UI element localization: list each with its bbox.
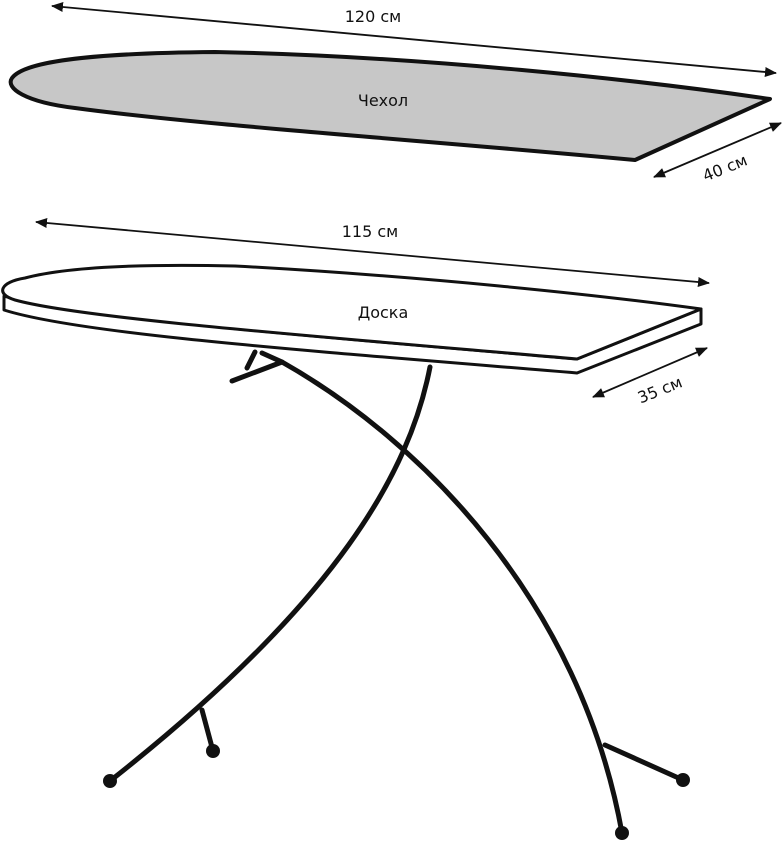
cover-length-arrow (51, 2, 777, 77)
cover-length-label: 120 см (345, 7, 402, 26)
leg-front (107, 364, 433, 784)
cover-width-label: 40 см (700, 150, 750, 185)
board-length-arrow (35, 218, 710, 287)
board: Доска 115 см 35 см (1, 218, 710, 407)
foot-left-inner (206, 744, 220, 758)
board-width-label: 35 см (635, 372, 685, 407)
board-width-arrow (592, 347, 708, 398)
board-legs (107, 349, 686, 836)
foot-left-front (103, 774, 117, 788)
foot-strut-left (199, 707, 216, 754)
feet (103, 744, 690, 840)
board-length-label: 115 см (342, 222, 399, 241)
board-length-dimension: 115 см (35, 218, 710, 287)
leg-rear (279, 359, 625, 836)
foot-right-front (615, 826, 629, 840)
foot-right-outer (676, 773, 690, 787)
cover-label: Чехол (358, 91, 408, 110)
board-label: Доска (358, 303, 409, 322)
cover-length-dimension: 120 см (51, 2, 777, 77)
cover-width-arrow (653, 122, 782, 178)
cover: Чехол 120 см 40 см (8, 2, 782, 185)
leg-bracket (229, 349, 285, 384)
foot-strut-right (602, 742, 686, 783)
